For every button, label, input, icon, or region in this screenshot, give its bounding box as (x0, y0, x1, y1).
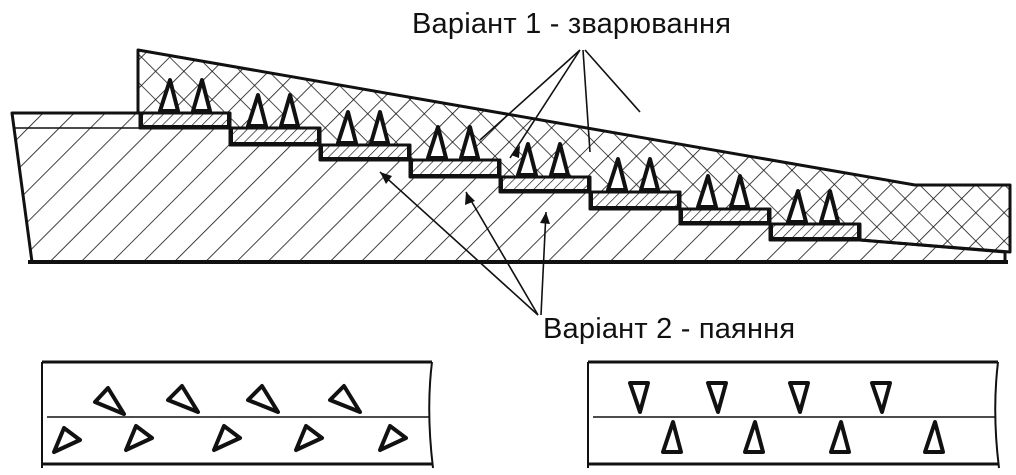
weld-tooth (158, 78, 180, 113)
tilted-triangle (246, 384, 280, 414)
weld-tooth (246, 93, 268, 128)
detail-right (587, 360, 1000, 469)
up-triangle (661, 420, 683, 454)
weld-tooth (606, 157, 628, 192)
filler-layer-6 (591, 191, 679, 208)
weld-tooth (696, 174, 718, 209)
weld-teeth (158, 78, 840, 224)
down-triangle (788, 381, 810, 414)
filler-layer-7 (681, 208, 769, 223)
up-triangle (829, 420, 851, 454)
filler-layer-8 (771, 223, 859, 239)
tilted-triangle (93, 386, 126, 416)
tilted-triangle (212, 424, 242, 452)
filler-layers (141, 112, 859, 239)
tilted-triangle (124, 424, 154, 452)
weld-tooth (191, 78, 212, 113)
weld-tooth (369, 110, 390, 145)
tilted-triangle (166, 384, 200, 414)
weld-tooth (729, 174, 750, 209)
filler-layer-3 (321, 144, 409, 159)
weld-tooth (639, 157, 660, 192)
weld-tooth (786, 189, 808, 224)
tilted-triangle (328, 384, 362, 414)
detail-left (41, 360, 434, 469)
leader-lines-variant-2 (379, 171, 547, 316)
up-triangle (923, 420, 945, 454)
tilted-triangle (378, 424, 408, 452)
weld-tooth (336, 110, 358, 145)
label-variant-2-brazing: Варіант 2 - паяння (543, 313, 796, 345)
leader-arrowheads (380, 145, 550, 224)
weld-tooth (426, 125, 448, 160)
up-triangle (743, 420, 765, 454)
down-triangle (706, 381, 728, 414)
down-triangle (870, 381, 892, 414)
weld-tooth (279, 93, 300, 128)
tilted-triangle (52, 426, 82, 454)
filler-layer-2 (231, 127, 319, 144)
weld-tooth (459, 125, 480, 160)
weld-tooth (549, 142, 570, 177)
weld-tooth (516, 142, 538, 177)
filler-layer-5 (501, 176, 589, 191)
tilted-triangle (294, 424, 324, 452)
leader-lines-variant-1 (479, 49, 641, 159)
filler-layer-1 (141, 112, 229, 127)
weld-tooth (819, 189, 840, 224)
label-variant-1-welding: Варіант 1 - зварювання (412, 8, 732, 40)
down-triangle (628, 381, 650, 414)
filler-layer-4 (411, 159, 499, 176)
